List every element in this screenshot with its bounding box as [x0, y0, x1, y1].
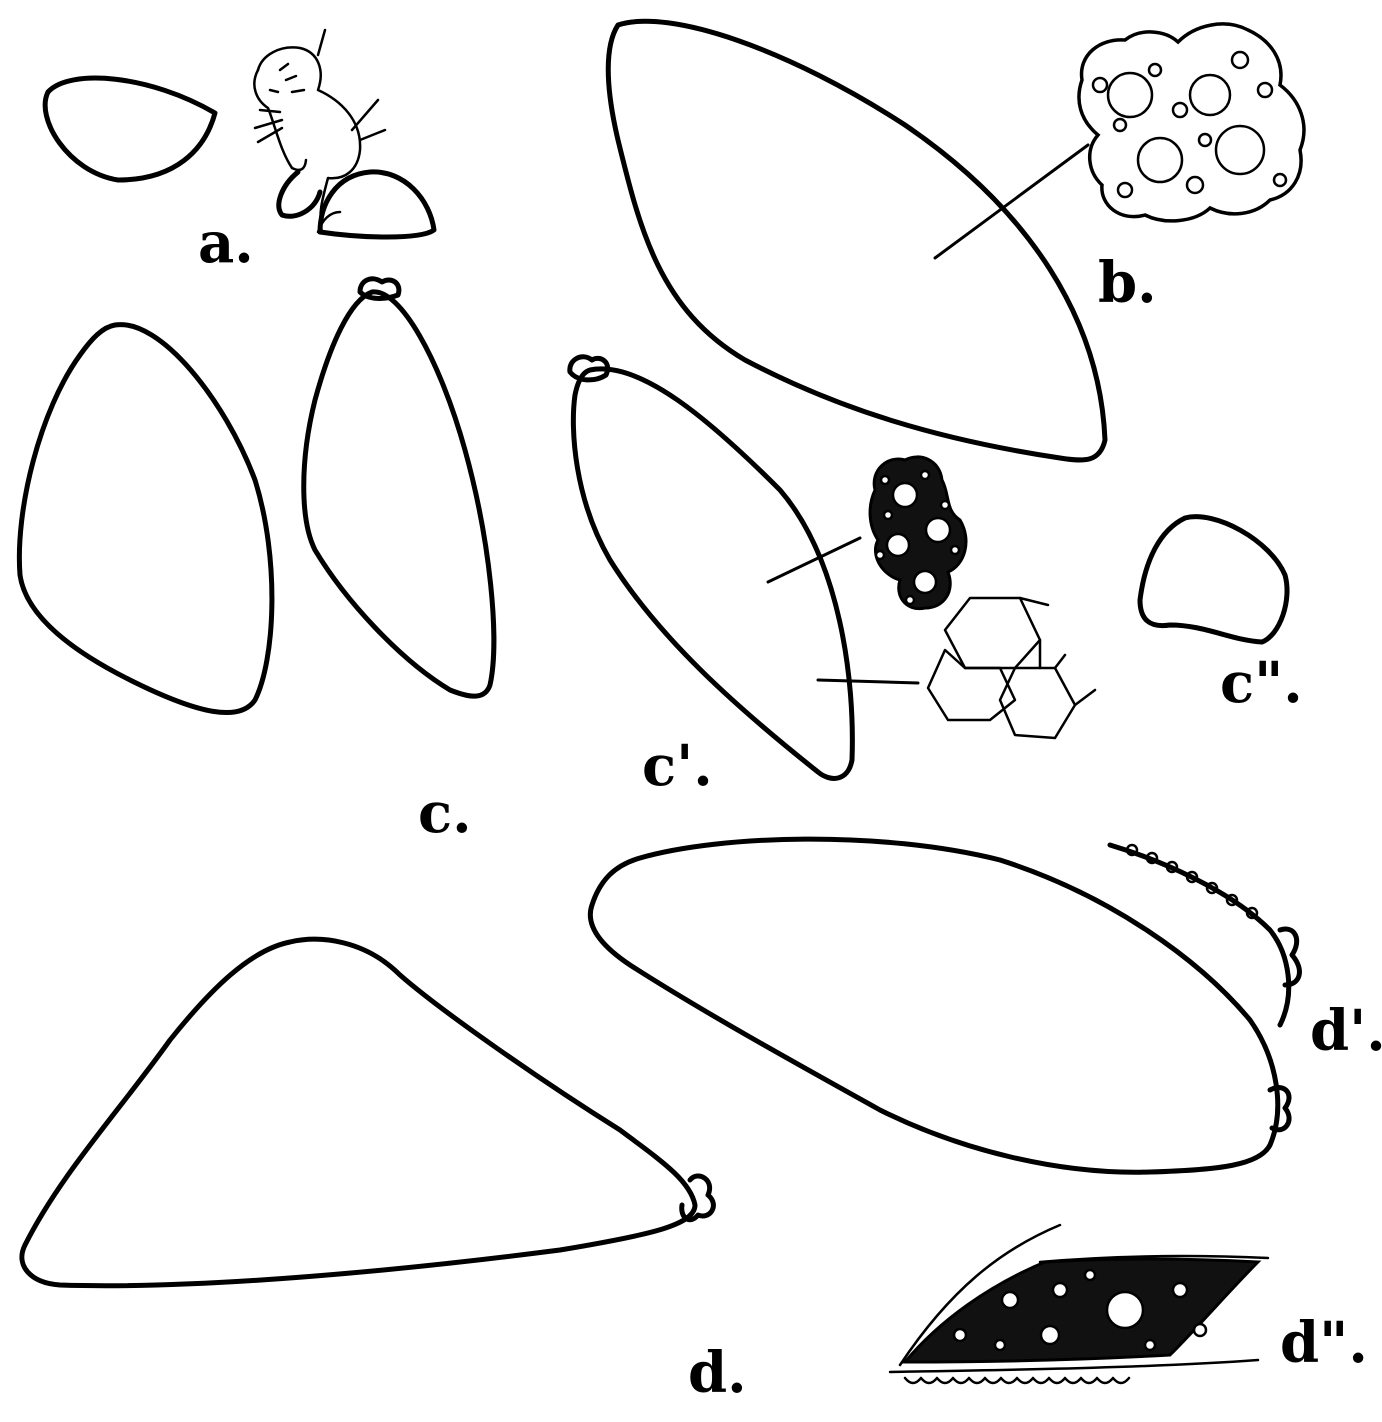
seed-d: [22, 939, 714, 1285]
label-a: a.: [198, 210, 254, 276]
seed-c-double-prime: [1140, 517, 1287, 642]
label-b: b.: [1098, 250, 1157, 316]
cell-cluster-c-prime: [870, 457, 966, 609]
seed-b: [608, 21, 1105, 460]
seed-a: [45, 78, 215, 180]
seed-d-prime: [590, 839, 1299, 1172]
seed-c-left: [19, 325, 272, 713]
seed-c-prime: [570, 357, 853, 779]
seed-c-right: [304, 279, 494, 696]
seedling-a: [254, 30, 434, 237]
label-d-prime: d'.: [1310, 998, 1382, 1064]
label-d-double-prime: d".: [1280, 1310, 1368, 1376]
pointer-c-prime-lower: [818, 680, 918, 683]
section-d-double-prime: [890, 1225, 1268, 1383]
cell-cluster-b: [1079, 24, 1304, 221]
label-c-prime: c'.: [642, 733, 713, 799]
hexagonal-cells-c-prime: [928, 598, 1095, 738]
label-c: c.: [418, 780, 472, 846]
label-c-double-prime: c".: [1220, 650, 1303, 716]
label-d: d.: [688, 1340, 747, 1406]
